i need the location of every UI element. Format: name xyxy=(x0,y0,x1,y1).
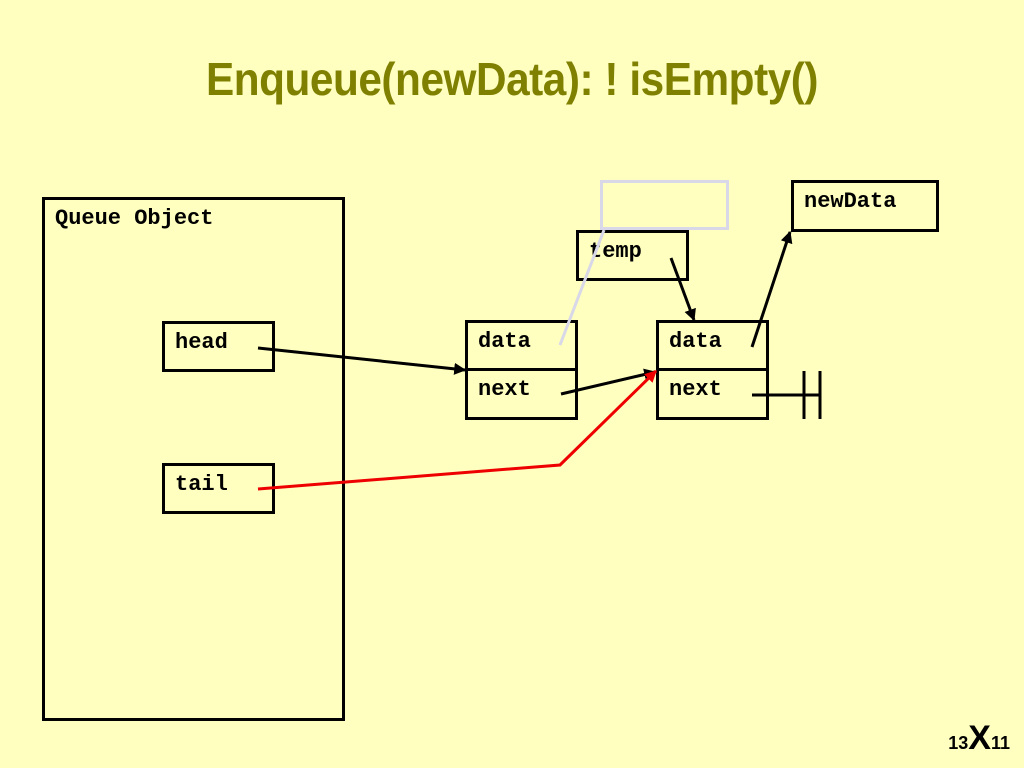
ghost-box xyxy=(600,180,729,230)
page-number-mid: X xyxy=(968,719,991,757)
node-2-next-label: next xyxy=(669,377,722,402)
null-terminator-icon xyxy=(752,371,822,419)
tail-pointer-arrow xyxy=(257,369,658,491)
node-2-data-label: data xyxy=(669,329,722,354)
slide-title: Enqueue(newData): ! isEmpty() xyxy=(205,53,819,105)
new-data-box: newData xyxy=(791,180,939,232)
queue-object-label: Queue Object xyxy=(55,206,214,231)
tail-label: tail xyxy=(175,472,228,497)
head-field: head xyxy=(162,321,275,372)
node-1-next-cell: next xyxy=(465,368,578,420)
page-number: 13X11 xyxy=(948,719,1010,758)
node-1-data-label: data xyxy=(478,329,531,354)
head-label: head xyxy=(175,330,228,355)
page-number-right: 11 xyxy=(990,733,1010,753)
head-pointer-arrow xyxy=(257,346,467,375)
temp-field: temp xyxy=(576,230,689,281)
temp-pointer-arrow xyxy=(669,257,696,322)
queue-object-box: Queue Object xyxy=(42,197,345,721)
ghost-connector xyxy=(558,229,606,346)
node-2-data-pointer-arrow xyxy=(750,230,793,348)
node-1-next-label: next xyxy=(478,377,531,402)
node-1-next-pointer-arrow xyxy=(560,368,657,396)
new-data-label: newData xyxy=(804,189,897,214)
page-number-left: 13 xyxy=(948,733,969,753)
